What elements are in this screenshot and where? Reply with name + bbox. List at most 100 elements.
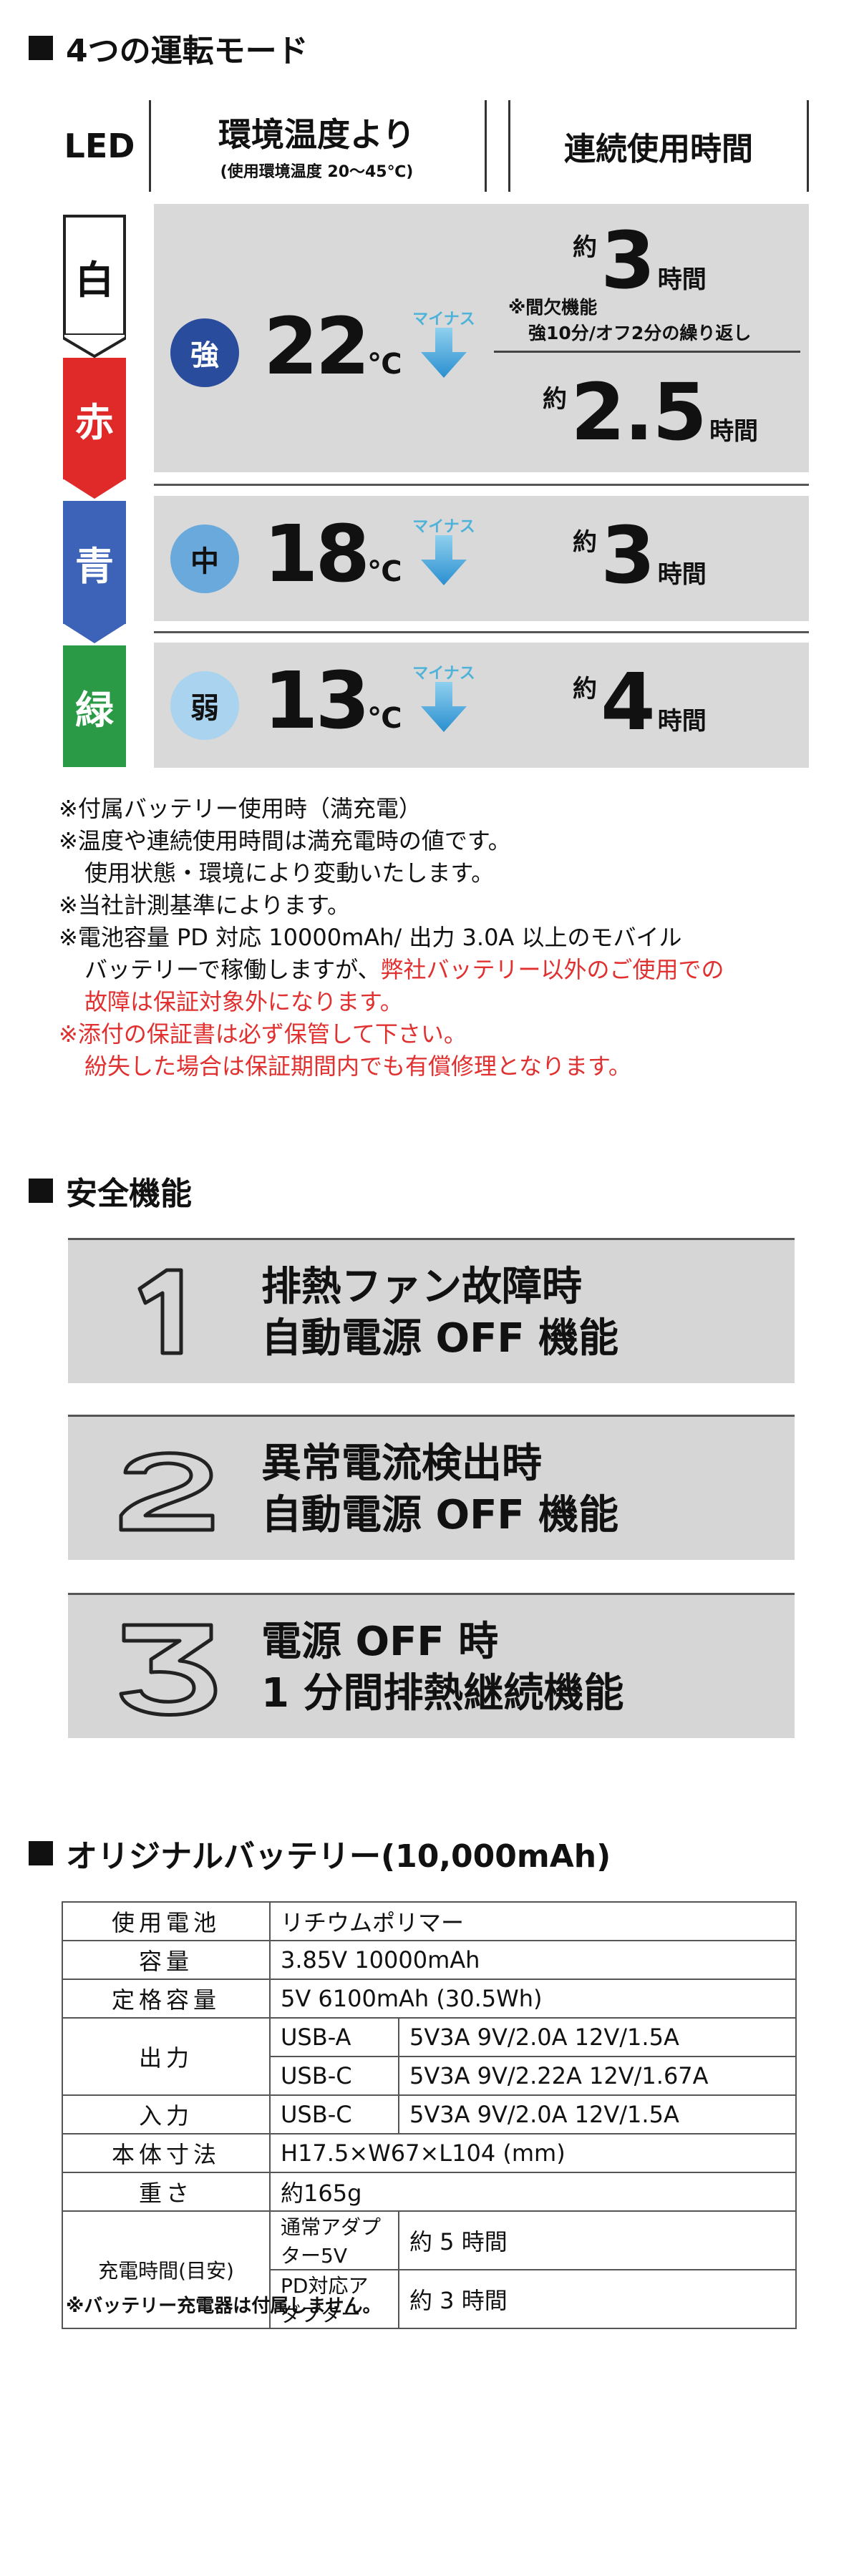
mode-medium-panel <box>154 496 809 621</box>
down-arrow-icon <box>421 328 467 378</box>
safety-item-1: 1 排熱ファン故障時 自動電源 OFF 機能 <box>68 1238 795 1383</box>
square-bullet-icon <box>29 36 53 60</box>
spec-label: 出力 <box>62 2017 271 2096</box>
section-title-battery: オリジナルバッテリー(10,000mAh) <box>29 1830 611 1876</box>
spec-port: USB-C <box>269 2056 399 2096</box>
spec-sub-label: PD対応アダプター <box>269 2269 399 2329</box>
table-row: 容量 3.85V 10000mAh <box>62 1940 797 1980</box>
table-row: 重さ 約165g <box>62 2172 797 2212</box>
note-line: 使用状態・環境により変動いたします。 <box>84 859 495 887</box>
approx-label: 約 <box>543 385 567 414</box>
note-warning: 紛失した場合は保証期間内でも有償修理となります。 <box>84 1053 631 1080</box>
note-warning: 故障は保証対象外になります。 <box>84 988 403 1015</box>
section-title-modes: 4つの運転モード <box>29 25 309 71</box>
led-blue: 青 <box>63 501 126 624</box>
section-title-text: オリジナルバッテリー(10,000mAh) <box>66 1838 611 1875</box>
table-row: 充電時間(目安) 通常アダプター5V 約 5 時間 <box>62 2210 797 2329</box>
safety-item-3: 3 電源 OFF 時 1 分間排熱継続機能 <box>68 1593 795 1738</box>
spec-label: 容量 <box>62 1940 271 1980</box>
battery-footnote: ※バッテリー充電器は付属しません。 <box>66 2296 382 2317</box>
mode-strong-temp-value: 22 <box>263 301 370 392</box>
safety-item-1-text: 排熱ファン故障時 自動電源 OFF 機能 <box>261 1262 618 1365</box>
table-row: 入力 USB-C 5V3A 9V/2.0A 12V/1.5A <box>62 2094 797 2135</box>
mode-strong-time-top-value: 3 <box>601 215 656 306</box>
divider-line <box>154 631 809 633</box>
spec-value: リチウムポリマー <box>269 1901 797 1941</box>
divider-line <box>494 351 800 353</box>
spec-label: 定格容量 <box>62 1979 271 2019</box>
spec-value: 3.85V 10000mAh <box>269 1940 797 1980</box>
note-line: バッテリーで稼働しますが、 <box>84 956 381 983</box>
mode-weak-badge: 弱 <box>170 671 239 740</box>
number-3-outline <box>119 1623 218 1717</box>
spec-value: 5V3A 9V/2.0A 12V/1.5A <box>398 2094 797 2135</box>
approx-label: 約 <box>573 675 597 703</box>
spec-value: H17.5×W67×L104 (mm) <box>269 2133 797 2173</box>
safety-item-3-text: 電源 OFF 時 1 分間排熱継続機能 <box>261 1616 623 1719</box>
mode-strong-badge: 強 <box>170 318 239 387</box>
spec-port: USB-C <box>269 2094 399 2135</box>
mode-weak-temp: 13℃ <box>263 655 402 746</box>
table-row: USB-C 5V3A 9V/2.22A 12V/1.67A <box>62 2056 797 2096</box>
safety-item-2-text: 異常電流検出時 自動電源 OFF 機能 <box>261 1438 618 1541</box>
minus-label: マイナス <box>412 311 475 328</box>
square-bullet-icon <box>29 1179 53 1203</box>
spec-value: 5V3A 9V/2.0A 12V/1.5A <box>398 2017 797 2057</box>
number-1-outline <box>137 1268 183 1355</box>
hours-label: 時間 <box>709 417 759 446</box>
spec-value: 5V3A 9V/2.22A 12V/1.67A <box>398 2056 797 2096</box>
note-line: ※付属バッテリー使用時（満充電） <box>59 795 422 822</box>
spec-label: 本体寸法 <box>62 2133 271 2173</box>
safety-line1: 電源 OFF 時 <box>261 1619 499 1665</box>
spec-label: 入力 <box>62 2094 271 2135</box>
safety-item-2: 2 異常電流検出時 自動電源 OFF 機能 <box>68 1415 795 1560</box>
celsius-unit: ℃ <box>367 555 402 588</box>
led-white: 白 <box>63 215 126 335</box>
led-green-label: 緑 <box>75 687 114 733</box>
mode-strong-panel <box>154 204 809 472</box>
note-line: ※当社計測基準によります。 <box>59 892 350 919</box>
led-green: 緑 <box>63 645 126 767</box>
mode-medium-time-value: 3 <box>601 509 656 601</box>
hours-label: 時間 <box>657 560 707 589</box>
spec-sub-label: 通常アダプター5V <box>269 2210 399 2270</box>
mode-weak-time-value: 4 <box>601 656 656 748</box>
led-red: 赤 <box>63 358 126 479</box>
safety-line2: 自動電源 OFF 機能 <box>261 1315 619 1362</box>
header-led: LED <box>50 100 151 192</box>
mode-strong-time-top: 約 3 時間 <box>573 215 707 306</box>
intermittent-note-line2: 強10分/オフ2分の繰り返し <box>528 323 752 343</box>
mode-weak-panel <box>154 643 809 768</box>
safety-line1: 異常電流検出時 <box>261 1440 542 1487</box>
note-line: ※温度や連続使用時間は満充電時の値です。 <box>59 827 511 854</box>
square-bullet-icon <box>29 1841 53 1865</box>
spec-label: 使用電池 <box>62 1901 271 1941</box>
approx-label: 約 <box>573 528 597 557</box>
mode-weak-temp-value: 13 <box>263 655 370 746</box>
number-2-outline <box>119 1451 215 1532</box>
header-temp-sub: (使用環境温度 20〜45℃) <box>220 163 414 181</box>
led-red-chevron <box>63 479 126 499</box>
mode-medium-time: 約 3 時間 <box>573 509 707 601</box>
spec-port: USB-A <box>269 2017 399 2057</box>
mode-weak-time: 約 4 時間 <box>573 656 707 748</box>
spec-label: 重さ <box>62 2172 271 2212</box>
mode-strong-intermittent-note: ※間欠機能 強10分/オフ2分の繰り返し <box>508 295 751 346</box>
celsius-unit: ℃ <box>367 702 402 735</box>
safety-line1: 排熱ファン故障時 <box>261 1264 582 1310</box>
table-row: 出力 USB-A 5V3A 9V/2.0A 12V/1.5A <box>62 2017 797 2096</box>
section-title-text: 4つの運転モード <box>66 33 309 69</box>
section-title-text: 安全機能 <box>66 1176 192 1212</box>
mode-strong-temp: 22℃ <box>263 301 402 392</box>
mode-medium-temp-value: 18 <box>263 508 370 600</box>
note-line: ※電池容量 PD 対応 10000mAh/ 出力 3.0A 以上のモバイル <box>59 924 682 951</box>
mode-medium-temp: 18℃ <box>263 508 402 600</box>
spec-value: 5V 6100mAh (30.5Wh) <box>269 1979 797 2019</box>
notes-block: ※付属バッテリー使用時（満充電） ※温度や連続使用時間は満充電時の値です。 使用… <box>59 793 832 1083</box>
spec-value: 約 3 時間 <box>398 2269 797 2329</box>
down-arrow-icon <box>421 682 467 732</box>
header-temperature: 環境温度より (使用環境温度 20〜45℃) <box>149 100 487 192</box>
safety-line2: 自動電源 OFF 機能 <box>261 1492 619 1538</box>
led-blue-label: 青 <box>75 543 114 589</box>
mode-medium-badge: 中 <box>170 525 239 593</box>
